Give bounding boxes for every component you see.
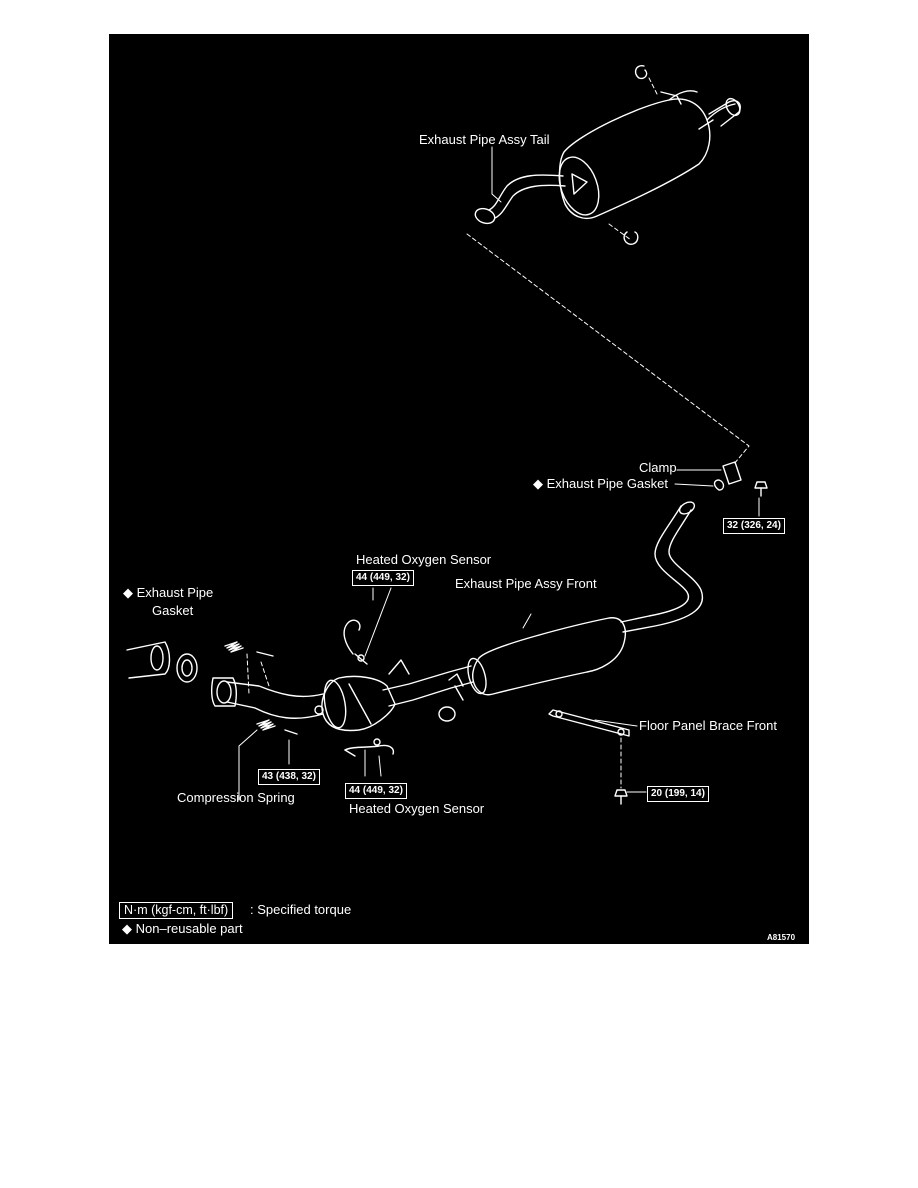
tail-muffler xyxy=(558,90,736,220)
floor-panel-brace xyxy=(548,709,630,737)
lower-oxygen-sensor xyxy=(344,738,395,757)
torque-front-flange: 43 (438, 32) xyxy=(258,769,320,785)
dashed-guide-lines xyxy=(246,77,750,789)
torque-brace-bolt: 20 (199, 14) xyxy=(647,786,709,802)
label-compression-spring: Compression Spring xyxy=(177,790,295,805)
gasket-front xyxy=(176,653,198,683)
torque-upper-sensor: 44 (449, 32) xyxy=(352,570,414,586)
label-exhaust-pipe-gasket-rear: ◆ Exhaust Pipe Gasket xyxy=(533,476,669,491)
label-exhaust-pipe-gasket-front-line1: ◆ Exhaust Pipe xyxy=(123,585,214,600)
front-mid-pipe xyxy=(382,665,474,707)
catalytic-converter xyxy=(321,675,396,732)
clamp-part xyxy=(713,461,768,497)
legend-unit-box: N·m (kgf-cm, ft·lbf) xyxy=(119,902,234,919)
torque-lower-sensor: 44 (449, 32) xyxy=(345,783,407,799)
leader-lines xyxy=(238,146,760,801)
exhaust-diagram-panel: Exhaust Pipe Assy Tail Clamp ◆ Exhaust P… xyxy=(109,34,809,944)
label-floor-panel-brace-front: Floor Panel Brace Front xyxy=(639,718,778,733)
pipe-hanger xyxy=(438,685,464,722)
front-muffler xyxy=(467,617,627,696)
tail-inlet-pipe xyxy=(474,174,566,225)
label-exhaust-pipe-assy-tail: Exhaust Pipe Assy Tail xyxy=(419,132,550,147)
exhaust-system-illustration xyxy=(126,65,768,805)
label-heated-oxygen-sensor-upper: Heated Oxygen Sensor xyxy=(356,552,492,567)
legend-non-reusable: ◆ Non–reusable part xyxy=(122,921,243,936)
brace-bolt xyxy=(614,789,628,805)
label-clamp: Clamp xyxy=(639,460,677,475)
front-flange-pipe xyxy=(210,677,324,719)
legend-unit-text: : Specified torque xyxy=(250,902,352,917)
compression-springs xyxy=(224,641,298,735)
label-exhaust-pipe-assy-front: Exhaust Pipe Assy Front xyxy=(455,576,597,591)
front-pipe-rear-section xyxy=(620,501,704,633)
tail-hangers xyxy=(623,65,682,245)
engine-outlet-stub xyxy=(126,641,171,679)
label-exhaust-pipe-gasket-front-line2: Gasket xyxy=(152,603,194,618)
label-heated-oxygen-sensor-lower: Heated Oxygen Sensor xyxy=(349,801,485,816)
upper-oxygen-sensor xyxy=(343,619,410,675)
figure-code: A81570 xyxy=(767,933,796,942)
torque-clamp-bolt: 32 (326, 24) xyxy=(723,518,785,534)
tail-pipe-outlet xyxy=(698,97,741,130)
